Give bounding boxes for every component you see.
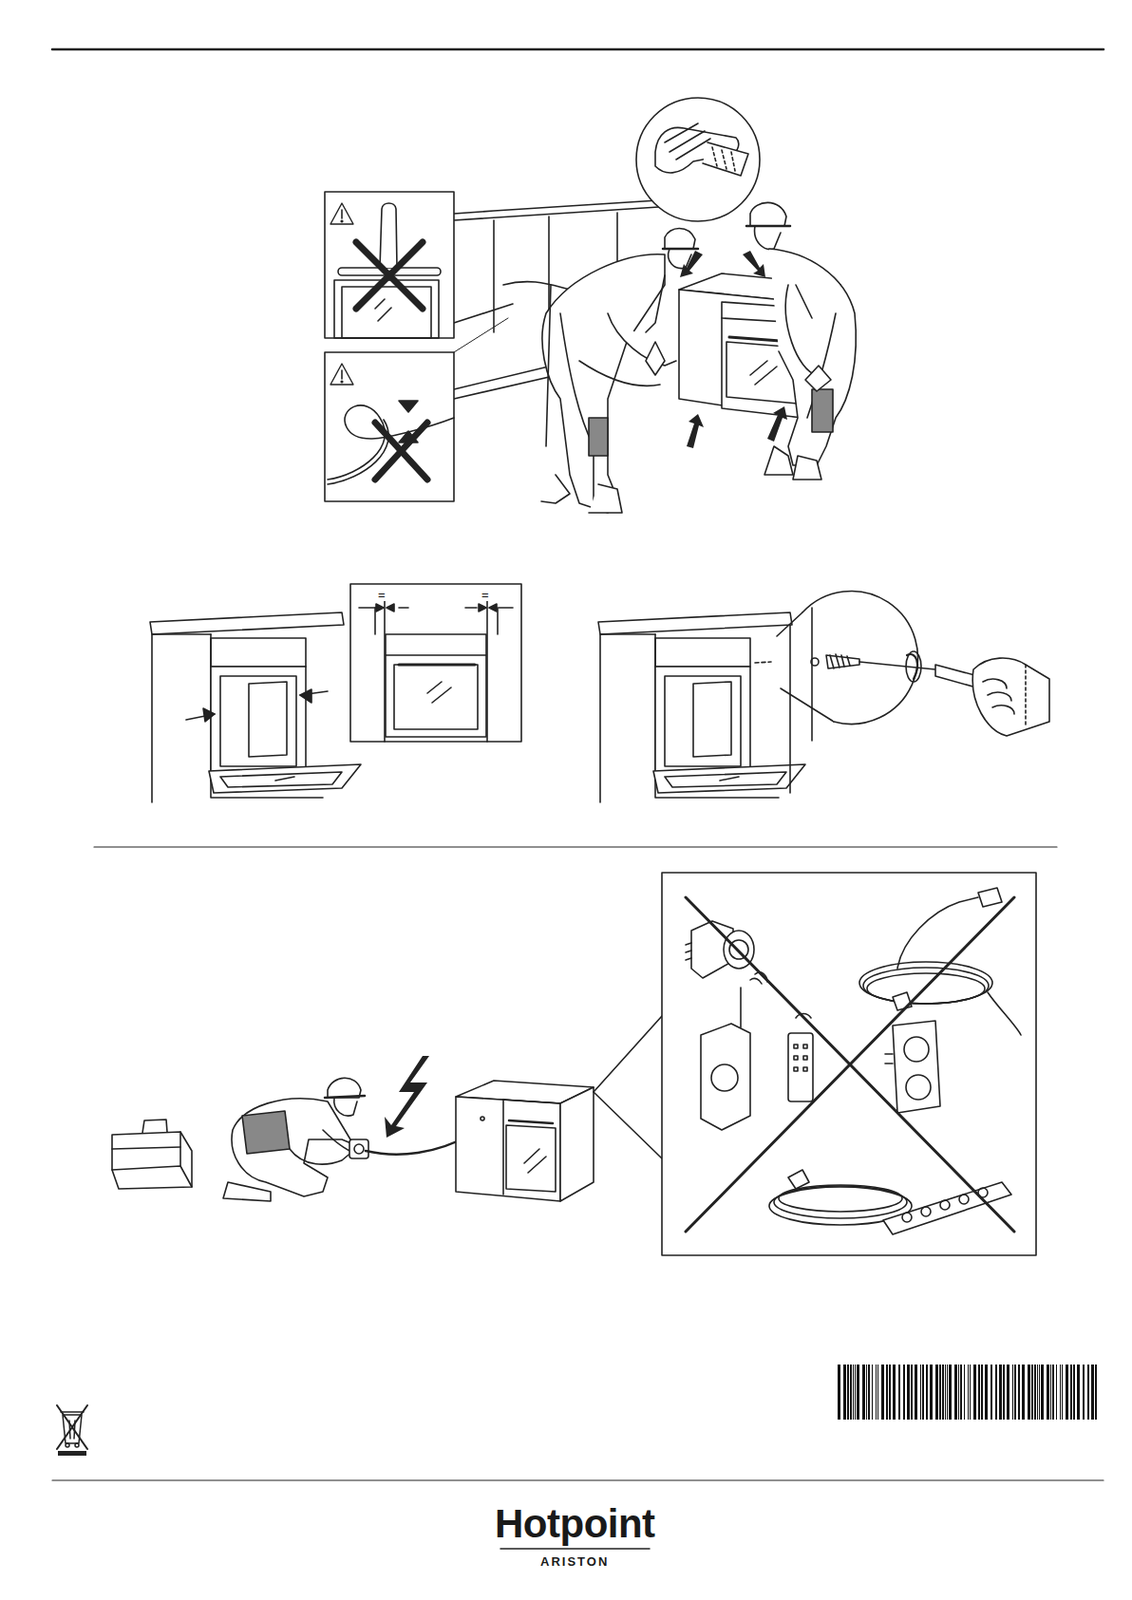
top-rule — [52, 48, 1104, 52]
weee-bin-icon — [56, 1405, 88, 1456]
oven-bottom — [455, 1016, 662, 1202]
forbidden-adapters — [661, 872, 1037, 1256]
equal-mark: = — [480, 588, 491, 602]
cabinet-oven-screwed — [598, 612, 834, 803]
warning-no-door-handle — [324, 191, 454, 339]
section-divider — [94, 846, 1057, 848]
toolbox — [112, 1119, 192, 1189]
brand-logo: Hotpoint — [494, 1504, 656, 1545]
gloves-icon — [636, 97, 760, 222]
equal-gap-inset — [350, 584, 522, 742]
lightning-bolt — [384, 1056, 430, 1138]
cabinet-oven-centred — [150, 612, 361, 803]
worker-right — [746, 202, 856, 480]
electrician-kneeling — [223, 1077, 365, 1202]
bottom-rule — [52, 1479, 1104, 1481]
wall-socket — [349, 1139, 369, 1159]
worker-left — [541, 228, 699, 514]
brand-underline — [500, 1547, 650, 1550]
equal-mark: = — [377, 588, 387, 602]
barcode — [837, 1364, 1097, 1420]
screw-zoom — [802, 590, 1050, 741]
warning-no-cable-crush — [324, 318, 509, 502]
brand-subtitle: ARISTON — [540, 1555, 609, 1568]
lift-arrows — [679, 250, 788, 449]
